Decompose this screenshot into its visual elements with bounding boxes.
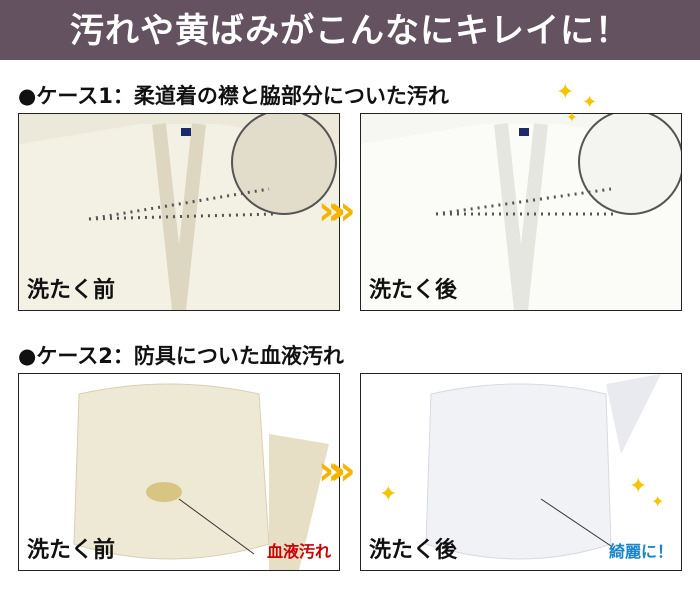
armor-after-photo: ✦ ✦ ✦ 洗たく後 綺麗に！ bbox=[360, 373, 682, 571]
sparkle-icon: ✦ bbox=[629, 474, 648, 499]
sparkle-icon: ✦ bbox=[379, 482, 398, 507]
judo-gi-before-photo: 洗たく前 bbox=[18, 113, 340, 311]
arrow-right-icon: »» bbox=[318, 448, 356, 494]
sparkle-icon: ✦ bbox=[566, 110, 578, 126]
blood-stain-note: 血液汚れ bbox=[266, 542, 331, 561]
after-label: 洗たく後 bbox=[369, 538, 458, 563]
before-label: 洗たく前 bbox=[27, 278, 116, 303]
before-label: 洗たく前 bbox=[27, 538, 116, 563]
sparkle-icon: ✦ bbox=[582, 92, 598, 113]
judo-gi-after-photo: 洗たく後 bbox=[360, 113, 682, 311]
sparkle-icon: ✦ bbox=[556, 80, 575, 105]
after-label: 洗たく後 bbox=[369, 278, 458, 303]
page-title: 汚れや黄ばみがこんなにキレイに！ bbox=[0, 0, 700, 60]
arrow-right-icon: »» bbox=[318, 188, 356, 234]
sparkle-icon: ✦ bbox=[651, 492, 665, 511]
clean-note: 綺麗に！ bbox=[608, 542, 673, 561]
armor-before-photo: 洗たく前 血液汚れ bbox=[18, 373, 340, 571]
case2-heading: ●ケース2：防具についた血液汚れ bbox=[18, 344, 344, 368]
case1-heading: ●ケース1：柔道着の襟と脇部分についた汚れ bbox=[18, 84, 449, 108]
